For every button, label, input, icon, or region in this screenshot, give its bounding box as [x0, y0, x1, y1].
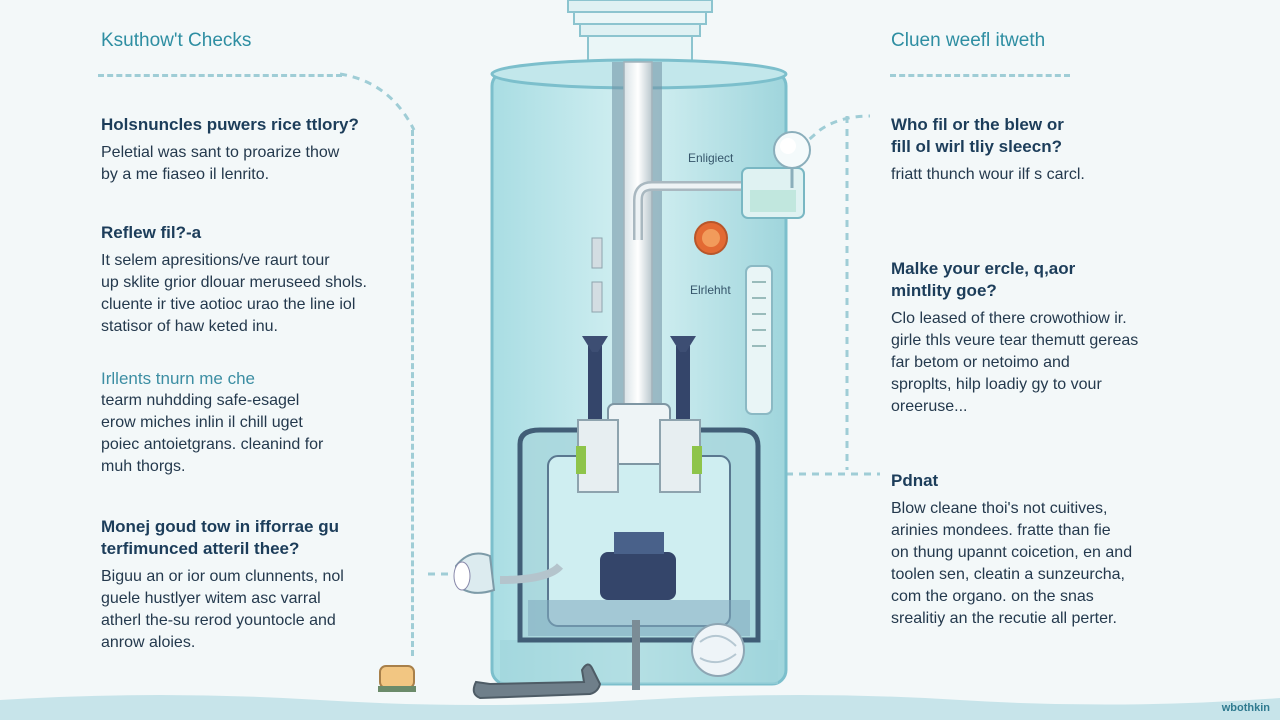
left-section-3-heading: Irllents tnurn me che: [101, 369, 256, 388]
right-section-1-line-1: friatt thunch wour ilf s carcl.: [891, 166, 1085, 183]
right-section-2-line-4: sproplts, hilp loadiy gy to vour: [891, 376, 1102, 393]
thermostat-gauge: [745, 265, 773, 415]
left-section-2-heading: Reflew fil?-a: [101, 223, 202, 242]
right-section-2-heading-2: mintlity goe?: [891, 281, 997, 300]
anode-filter: [691, 623, 745, 677]
heating-element-indicator: [694, 221, 728, 255]
left-section-1-line-1: Peletial was sant to proarize thow: [101, 144, 340, 161]
left-vertical-divider: [411, 130, 414, 656]
connector-top-right: [789, 114, 871, 158]
right-section-1-heading: Who fil or the blew or: [891, 115, 1064, 134]
burner-assembly: [499, 336, 761, 643]
diagram-label-mid: Elrlehht: [690, 283, 731, 297]
left-side-fittings: [591, 237, 603, 313]
left-section-3-line-1: tearm nuhdding safe-esagel: [101, 392, 300, 409]
right-section-3: Pdnat Blow cleane thoi's not cuitives, a…: [891, 470, 1132, 630]
left-section-2-line-2: up sklite grior dlouar meruseed shols.: [101, 274, 367, 291]
pressure-relief-valve: [741, 131, 811, 219]
right-section-3-heading: Pdnat: [891, 471, 939, 490]
left-column-title: Ksuthow't Checks: [101, 30, 252, 51]
left-section-1: Holsnuncles puwers rice ttlory? Peletial…: [101, 114, 359, 186]
right-column-title: Cluen weefl itweth: [891, 30, 1046, 51]
left-section-4-heading-2: terfimunced atteril thee?: [101, 539, 300, 558]
right-section-1-heading-2: fill ol wirl tliy sleecn?: [891, 137, 1062, 156]
right-section-3-line-1: Blow cleane thoi's not cuitives,: [891, 500, 1108, 517]
drain-rod: [632, 620, 640, 690]
wrench-icon: [472, 663, 602, 700]
left-section-4: Monej goud tow in ifforrae gu terfimunce…: [101, 516, 344, 654]
left-section-4-line-3: atherl the-su rerod yountocle and: [101, 612, 336, 629]
tank-top-cap: [567, 0, 713, 63]
right-section-3-line-4: toolen sen, cleatin a sunzeurcha,: [891, 566, 1125, 583]
right-title-divider: [890, 74, 1070, 77]
right-section-3-line-5: com the organo. on the snas: [891, 588, 1094, 605]
left-section-4-line-4: anrow aloies.: [101, 634, 196, 651]
hot-water-outlet-pipe: [633, 181, 746, 240]
left-title-divider: [98, 74, 342, 77]
left-section-3-line-2: erow miches inlin il chill uget: [101, 414, 303, 431]
right-section-1: Who fil or the blew or fill ol wirl tliy…: [891, 114, 1085, 186]
right-section-3-line-3: on thung upannt coicetion, en and: [891, 544, 1133, 561]
drain-valve: [453, 552, 496, 594]
left-section-2: Reflew fil?-a It selem apresitions/ve ra…: [101, 222, 367, 338]
tank-body: [490, 58, 788, 686]
right-section-3-line-2: arinies mondees. fratte than fie: [891, 522, 1111, 539]
left-section-4-line-2: guele hustlyer witem asc varral: [101, 590, 321, 607]
left-section-1-line-2: by a me fiaseo il lenrito.: [101, 166, 270, 183]
left-section-1-heading: Holsnuncles puwers rice ttlory?: [101, 115, 359, 134]
right-section-2: Malke your ercle, q,aor mintlity goe? Cl…: [891, 258, 1138, 418]
brand-logo: wbothkin: [1221, 702, 1270, 714]
right-section-2-line-5: oreeruse...: [891, 398, 968, 415]
left-section-2-line-1: It selem apresitions/ve raurt tour: [101, 252, 330, 269]
right-section-2-line-2: girle thls veure tear themutt gereas: [891, 332, 1139, 349]
right-section-2-line-1: Clo leased of there crowothiow ir.: [891, 310, 1127, 327]
right-section-3-line-6: srealitiy an the recutie all perter.: [891, 610, 1117, 627]
water-floor: [0, 695, 1280, 720]
sponge-icon: [378, 665, 416, 692]
diagram-label-top: Enligiect: [688, 151, 734, 165]
right-section-2-line-3: far betom or netoimo and: [891, 354, 1070, 371]
left-section-4-line-1: Biguu an or ior oum clunnents, nol: [101, 568, 344, 585]
left-section-3-line-3: poiec antoietgrans. cleanind for: [101, 436, 324, 453]
left-section-3-line-4: muh thorgs.: [101, 458, 186, 475]
left-section-4-heading: Monej goud tow in ifforrae gu: [101, 517, 339, 536]
dip-tube: [612, 61, 662, 423]
right-section-2-heading: Malke your ercle, q,aor: [891, 259, 1076, 278]
left-section-3: Irllents tnurn me che tearm nuhdding saf…: [101, 368, 323, 478]
left-section-2-line-3: cluente ir tive aotioc urao the line iol: [101, 296, 356, 313]
left-section-2-line-4: statisor of haw keted inu.: [101, 318, 278, 335]
